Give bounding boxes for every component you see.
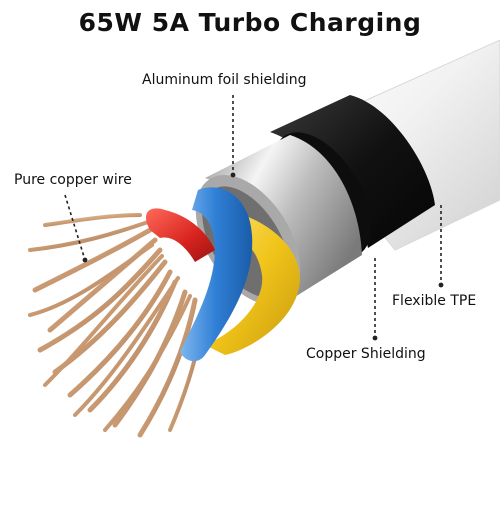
page-title: 65W 5A Turbo Charging bbox=[78, 8, 422, 37]
yellow-wire bbox=[205, 210, 300, 355]
black-sleeve bbox=[270, 95, 435, 248]
red-wire bbox=[145, 208, 215, 262]
aluminum-foil-tube bbox=[205, 135, 362, 300]
copper-strands bbox=[28, 213, 207, 438]
callout-copper-shielding-dot bbox=[372, 335, 378, 341]
callout-endpoints bbox=[82, 172, 444, 341]
blue-wire bbox=[180, 187, 253, 362]
callout-aluminum-foil-dot bbox=[230, 172, 236, 178]
callout-lines bbox=[64, 95, 442, 338]
label-flexible-tpe: Flexible TPE bbox=[392, 293, 477, 309]
callout-pure-copper-wire bbox=[64, 194, 86, 261]
callout-flexible-tpe-dot bbox=[438, 282, 444, 288]
callout-pure-copper-wire-dot bbox=[82, 257, 88, 263]
label-aluminum-foil-shielding: Aluminum foil shielding bbox=[142, 72, 307, 88]
label-pure-copper-wire: Pure copper wire bbox=[14, 172, 132, 188]
label-copper-shielding: Copper Shielding bbox=[306, 346, 426, 362]
